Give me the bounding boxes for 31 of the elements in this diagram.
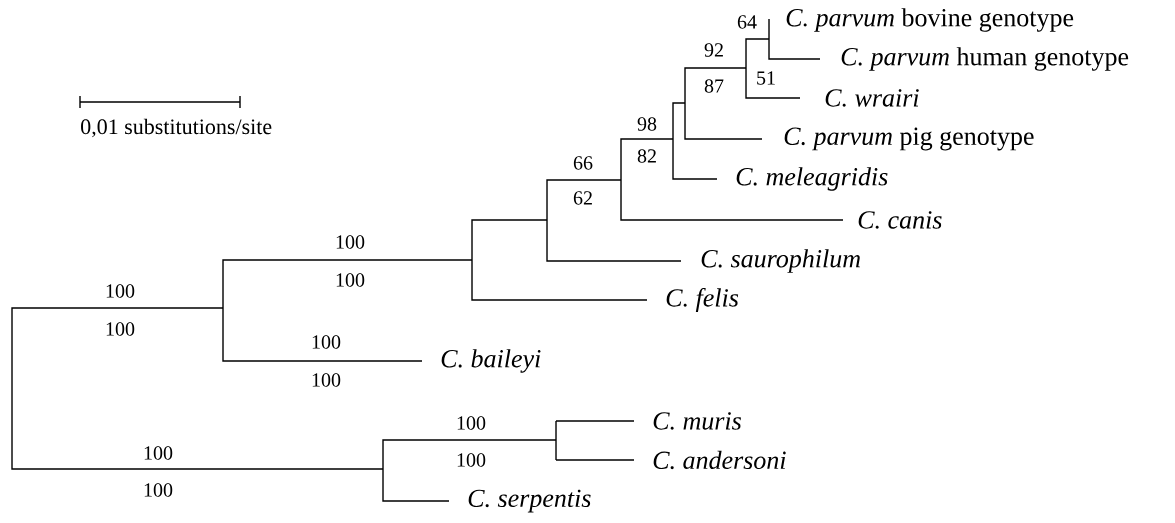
taxon-label: C. wrairi	[825, 89, 919, 107]
bootstrap-value: 100	[312, 373, 341, 387]
taxon-label: C. serpentis	[468, 489, 591, 513]
bootstrap-value: 100	[106, 322, 135, 336]
taxon-label: C. felis	[666, 288, 739, 312]
bootstrap-value: 66	[573, 156, 593, 170]
bootstrap-value: 98	[637, 117, 657, 131]
bootstrap-value: 82	[637, 149, 656, 163]
bootstrap-value: 100	[336, 235, 365, 249]
bootstrap-value: 100	[336, 273, 365, 287]
bootstrap-value: 100	[457, 416, 486, 430]
taxon-label: C. andersoni	[653, 450, 786, 470]
bootstrap-value: 100	[144, 446, 173, 460]
scale-label: 0,01 substitutions/site	[81, 118, 272, 138]
bootstrap-value: 87	[704, 79, 724, 93]
taxon-label: C. baileyi	[441, 349, 541, 373]
bootstrap-value: 100	[106, 284, 135, 298]
taxon-label: C. parvum human genotype	[841, 47, 1129, 71]
bootstrap-value: 64	[737, 15, 757, 29]
bootstrap-value: 100	[312, 335, 341, 349]
taxon-label: C. canis	[858, 211, 942, 229]
taxon-label: C. meleagridis	[736, 167, 888, 191]
taxon-label: C. parvum pig genotype	[784, 127, 1034, 151]
bootstrap-value: 62	[573, 191, 592, 205]
bootstrap-value: 92	[704, 43, 723, 57]
taxon-label: C. muris	[653, 412, 741, 430]
taxon-label: C. saurophilum	[701, 249, 860, 273]
bootstrap-value: 100	[457, 453, 486, 467]
bootstrap-value: 100	[144, 483, 173, 497]
taxon-label: C. parvum bovine genotype	[786, 8, 1074, 32]
bootstrap-value: 51	[757, 71, 775, 85]
